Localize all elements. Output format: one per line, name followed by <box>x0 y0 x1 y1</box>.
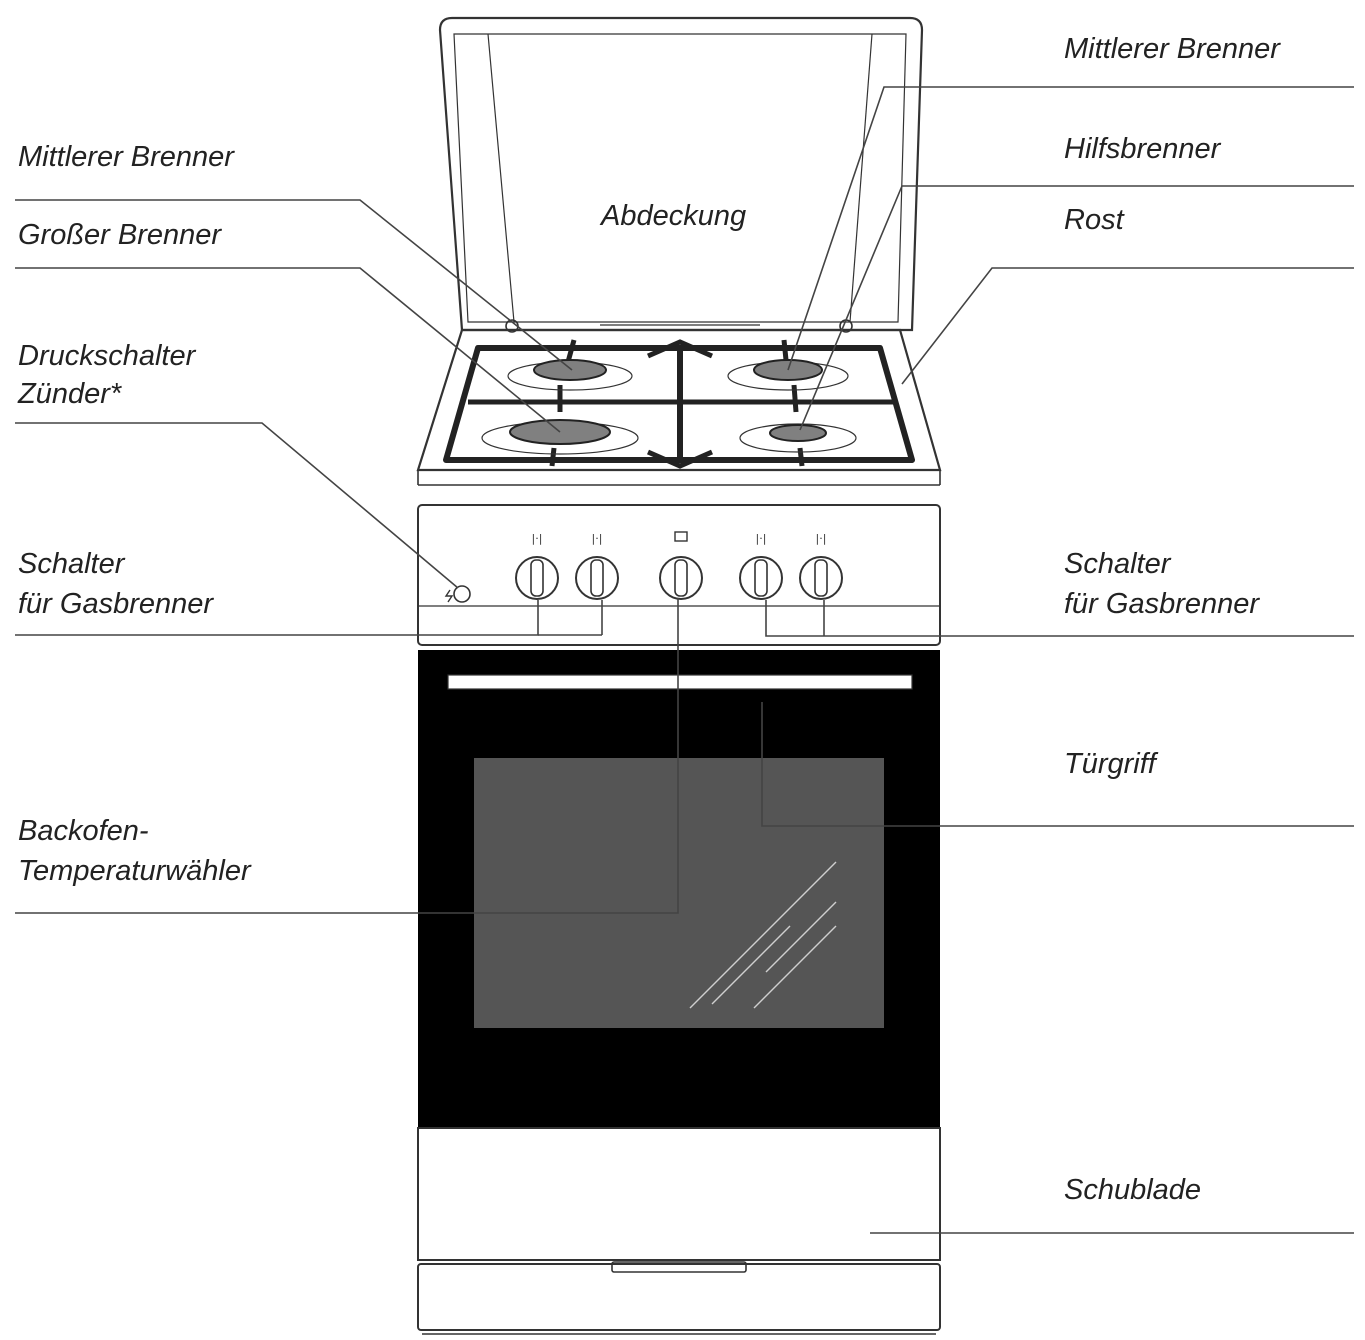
svg-text:|·|: |·| <box>816 532 827 545</box>
label-mittlerer-brenner-left: Mittlerer Brenner <box>18 141 235 173</box>
knob-burner-3: |·| <box>739 532 783 600</box>
drawer <box>417 1127 941 1335</box>
ignition-button-icon <box>453 585 471 603</box>
svg-text:|·|: |·| <box>592 532 603 545</box>
stove: |·| |·| |·| |·| <box>416 16 942 1335</box>
svg-text:|·|: |·| <box>532 532 543 545</box>
burner-auxiliary <box>739 423 857 453</box>
label-schalter-right-line1: Schalter <box>1064 548 1172 580</box>
door-handle <box>447 674 913 690</box>
label-tuergriff: Türgriff <box>1064 748 1159 780</box>
labels: Abdeckung Mittlerer Brenner Großer Brenn… <box>17 33 1281 1206</box>
burner-medium-left <box>507 359 633 391</box>
knob-burner-1: |·| <box>515 532 559 600</box>
knob-burner-4: |·| <box>799 532 843 600</box>
knob-burner-2: |·| <box>575 532 619 600</box>
label-mittlerer-brenner-right: Mittlerer Brenner <box>1064 33 1281 65</box>
label-rost: Rost <box>1064 204 1126 236</box>
label-schalter-left-line2: für Gasbrenner <box>18 588 214 620</box>
oven-door <box>418 650 940 1128</box>
label-hilfsbrenner: Hilfsbrenner <box>1064 133 1222 165</box>
burner-medium-right <box>727 359 849 391</box>
knob-oven-temperature <box>659 531 703 600</box>
control-panel: |·| |·| |·| |·| <box>417 504 941 646</box>
cover-lid <box>438 16 924 333</box>
label-schublade: Schublade <box>1064 1174 1201 1206</box>
label-backofen-line1: Backofen- <box>18 815 149 847</box>
label-grosser-brenner: Großer Brenner <box>18 219 222 251</box>
hob-top <box>416 328 942 486</box>
svg-text:|·|: |·| <box>756 532 767 545</box>
label-backofen-line2: Temperaturwähler <box>18 855 252 887</box>
leader-lines <box>15 86 1354 1234</box>
oven-window <box>474 758 884 1028</box>
label-abdeckung: Abdeckung <box>599 200 746 232</box>
label-druckschalter-line1: Druckschalter <box>18 340 197 372</box>
label-druckschalter-line2: Zünder* <box>17 378 123 410</box>
label-schalter-right-line2: für Gasbrenner <box>1064 588 1260 620</box>
pan-support-grate <box>443 339 915 469</box>
burner-large <box>481 419 639 455</box>
label-schalter-left-line1: Schalter <box>18 548 126 580</box>
